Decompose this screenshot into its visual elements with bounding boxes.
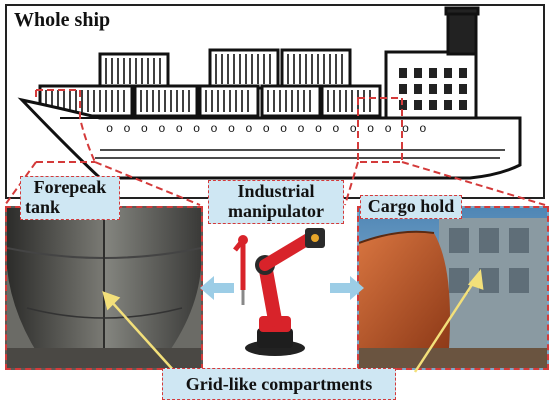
portholes: o o o o o o o o o o o o o o o o o o o bbox=[106, 122, 428, 136]
forepeak-tank-label: Forepeak tank bbox=[20, 176, 120, 220]
arrow-to-cargo-hold bbox=[330, 276, 364, 300]
whole-ship-title: Whole ship bbox=[14, 9, 111, 31]
arrow-to-forepeak bbox=[200, 276, 234, 300]
grid-like-compartments-label: Grid-like compartments bbox=[162, 368, 396, 400]
cargo-hold-label: Cargo hold bbox=[360, 195, 462, 219]
cargo-hold-label-text: Cargo hold bbox=[367, 196, 455, 216]
forepeak-label-line2: tank bbox=[25, 197, 61, 217]
manipulator-label-line1: Industrial bbox=[237, 181, 315, 201]
grid-label-text: Grid-like compartments bbox=[185, 374, 373, 394]
forepeak-label-line1: Forepeak bbox=[33, 177, 107, 197]
forepeak-tank-photo bbox=[5, 206, 203, 370]
industrial-manipulator-label: Industrial manipulator bbox=[208, 180, 344, 224]
industrial-robot bbox=[233, 228, 325, 356]
forepeak-tank-image bbox=[7, 208, 201, 368]
cargo-hold-photo bbox=[357, 206, 549, 370]
cargo-hold-image bbox=[359, 208, 547, 368]
manipulator-label-line2: manipulator bbox=[227, 201, 324, 221]
